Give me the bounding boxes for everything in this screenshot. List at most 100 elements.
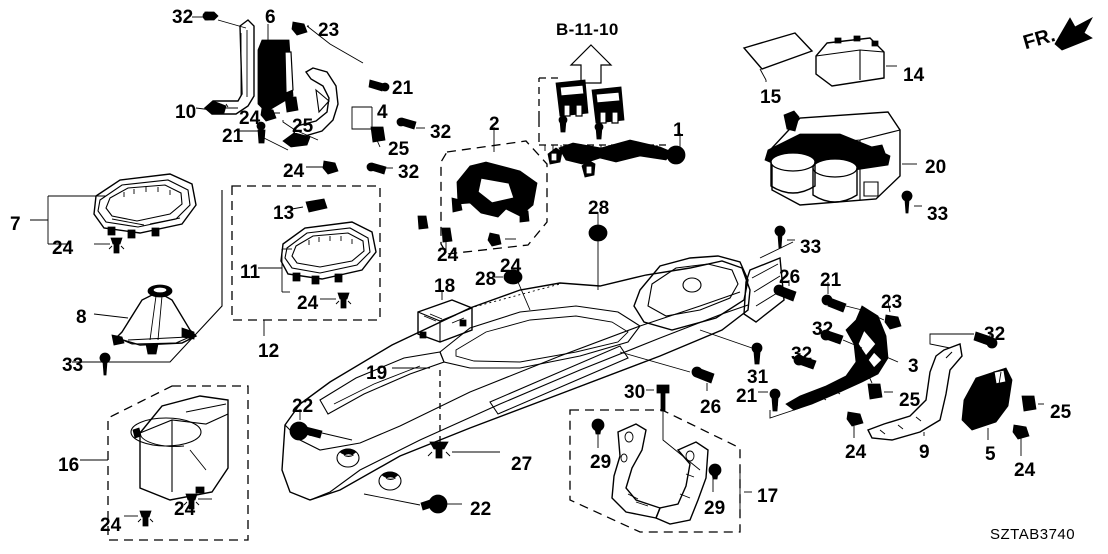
callout-6: 6 (265, 7, 276, 28)
part-6-bracket (257, 39, 294, 113)
fastener-25-a (284, 96, 299, 113)
fastener-33-c (774, 225, 786, 249)
callout-1: 1 (673, 120, 684, 141)
part-5-bracket (961, 367, 1013, 431)
callout-30: 30 (624, 382, 646, 403)
callout-12: 12 (258, 341, 280, 362)
fastener-27 (427, 441, 451, 459)
fastener-28-a (588, 224, 608, 242)
callout-28-b: 28 (475, 269, 497, 290)
callout-9: 9 (919, 442, 930, 463)
fastener-22-b (420, 494, 448, 514)
callout-24-f: 24 (500, 256, 522, 277)
callout-7: 7 (10, 214, 21, 235)
callout-24-b: 24 (283, 161, 305, 182)
callout-23-b: 23 (881, 292, 903, 313)
callout-15: 15 (760, 87, 782, 108)
callout-32-b: 32 (430, 122, 452, 143)
fastener-23-b (884, 314, 902, 330)
fastener-22-a (289, 421, 323, 441)
callout-33-b: 33 (62, 355, 84, 376)
callout-32-f: 32 (984, 324, 1006, 345)
part-9-garnish (867, 343, 963, 441)
fastener-21-d (769, 388, 781, 412)
callout-25-d: 25 (1050, 402, 1072, 423)
callout-25-b: 25 (388, 139, 410, 160)
callout-17: 17 (757, 486, 779, 507)
fastener-33-b (99, 352, 111, 376)
callout-18: 18 (434, 276, 456, 297)
fastener-32-d (820, 329, 844, 345)
part-8-shift-boot (111, 284, 198, 355)
callout-16: 16 (58, 455, 80, 476)
fastener-24-a (260, 107, 277, 122)
callout-2: 2 (489, 114, 500, 135)
callout-32-a: 32 (172, 7, 194, 28)
part-4-bracket (282, 67, 339, 148)
callout-3: 3 (908, 356, 919, 377)
fastener-24-d (335, 292, 352, 309)
fastener-25-d (1021, 395, 1037, 412)
callout-31: 31 (747, 367, 769, 388)
fastener-28-b (503, 269, 523, 285)
callout-22-b: 22 (470, 499, 492, 520)
fastener-24-e (441, 227, 453, 243)
fastener-31 (751, 342, 763, 365)
callout-29-a: 29 (590, 452, 612, 473)
callout-24-d: 24 (297, 293, 319, 314)
callout-10: 10 (175, 102, 197, 123)
fastener-33-a (901, 190, 913, 214)
callout-19: 19 (366, 363, 388, 384)
part-7-shift-bezel (93, 173, 197, 239)
callout-5: 5 (985, 444, 996, 465)
part-19-console-body (281, 255, 785, 501)
callout-24-j: 24 (1014, 460, 1036, 481)
group-12-boundary (231, 185, 381, 321)
group-17-boundary (569, 409, 741, 533)
callout-32-d: 32 (812, 319, 834, 340)
callout-21-c: 21 (820, 270, 842, 291)
fastener-24-k (417, 215, 429, 230)
fastener-26-a (691, 366, 715, 384)
callout-20: 20 (925, 157, 947, 178)
fastener-29-a (591, 418, 605, 435)
callout-29-b: 29 (704, 498, 726, 519)
callout-27: 27 (511, 454, 533, 475)
fastener-32-f (973, 331, 998, 349)
callout-24-h: 24 (100, 515, 122, 536)
fastener-24-c (108, 237, 125, 254)
fastener-29-b (708, 463, 722, 480)
part-3-bracket (785, 305, 889, 411)
fastener-32-c (366, 162, 387, 175)
section-reference-label: B-11-10 (556, 20, 619, 39)
callout-24-e: 24 (437, 245, 459, 266)
fastener-21-a (368, 79, 390, 92)
callout-22-a: 22 (292, 396, 314, 417)
fastener-21-b (256, 121, 266, 144)
callout-14: 14 (903, 65, 925, 86)
fastener-24-j (1012, 424, 1030, 440)
fastener-25-c (867, 383, 883, 400)
part-29-bracket-right (655, 441, 709, 525)
callout-26-b: 26 (779, 267, 801, 288)
callout-24-i: 24 (845, 442, 867, 463)
callout-21-b: 21 (222, 126, 244, 147)
callout-8: 8 (76, 307, 87, 328)
callout-21-a: 21 (392, 78, 414, 99)
fastener-23-a (291, 21, 308, 36)
drawing-number: SZTAB3740 (990, 526, 1076, 543)
fastener-24-i (846, 411, 864, 427)
fastener-21-c (821, 294, 847, 313)
part-29-bracket-left (611, 423, 661, 519)
part-11-bezel (280, 221, 377, 285)
part-13-clip (305, 198, 328, 213)
part-14-tray (815, 35, 885, 87)
group-2-boundary (440, 140, 548, 255)
callout-4: 4 (377, 102, 388, 123)
group-16-boundary (107, 385, 249, 541)
clip-pair-top (538, 77, 670, 151)
fastener-32-e (793, 354, 817, 370)
fastener-32-a (202, 11, 219, 21)
